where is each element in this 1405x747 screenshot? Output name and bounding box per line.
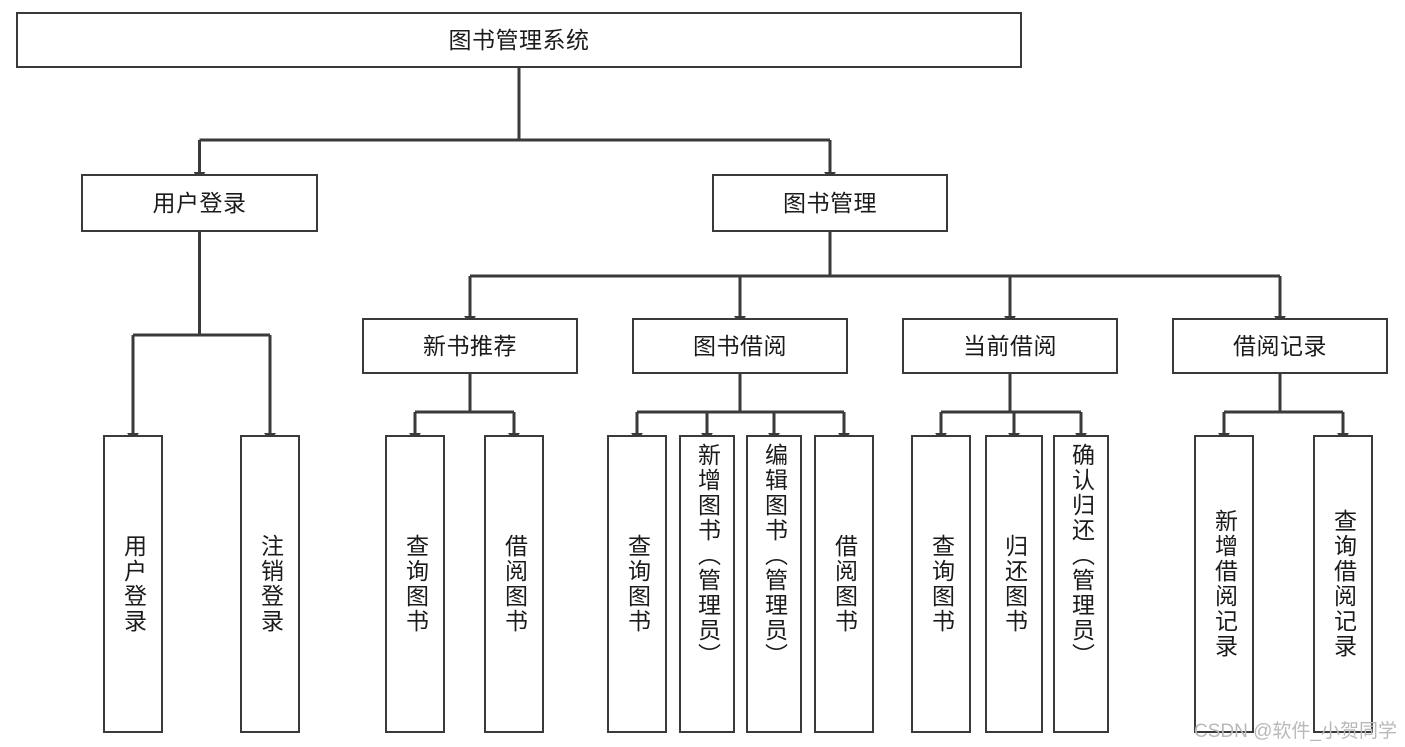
- node-label: 借阅记录: [1233, 332, 1327, 359]
- node-label: 归还图书: [1001, 534, 1028, 634]
- node-leaf-query-book-2[interactable]: 查询图书: [607, 435, 667, 733]
- node-label: 图书管理系统: [448, 26, 590, 53]
- node-label: 用户登录: [152, 189, 247, 216]
- node-label: 借阅图书: [501, 534, 528, 634]
- node-leaf-borrow-book-2[interactable]: 借阅图书: [814, 435, 874, 733]
- node-leaf-edit-book[interactable]: 编辑图书（管理员）: [746, 435, 802, 733]
- node-leaf-borrow-book-1[interactable]: 借阅图书: [484, 435, 544, 733]
- node-label: 查询图书: [402, 534, 429, 634]
- node-label: 查询图书: [624, 534, 651, 634]
- node-root[interactable]: 图书管理系统: [16, 12, 1022, 68]
- node-label: 图书借阅: [693, 332, 787, 359]
- node-label: 借阅图书: [831, 534, 858, 634]
- watermark: CSDN @软件_小贺同学: [1194, 721, 1397, 742]
- node-leaf-query-book-3[interactable]: 查询图书: [911, 435, 971, 733]
- node-borrow-record[interactable]: 借阅记录: [1172, 318, 1388, 374]
- node-leaf-query-book-1[interactable]: 查询图书: [385, 435, 445, 733]
- node-label: 注销登录: [257, 534, 284, 634]
- node-label: 新书推荐: [423, 332, 517, 359]
- node-label: 查询图书: [928, 534, 955, 634]
- node-label: 新增借阅记录: [1211, 509, 1238, 659]
- edge-group: [127, 68, 1349, 443]
- node-book-borrow[interactable]: 图书借阅: [632, 318, 848, 374]
- node-label: 图书管理: [783, 189, 877, 216]
- node-leaf-logout[interactable]: 注销登录: [240, 435, 300, 733]
- node-user-login[interactable]: 用户登录: [81, 174, 318, 232]
- node-label: 编辑图书（管理员）: [761, 443, 788, 668]
- node-label: 查询借阅记录: [1330, 509, 1357, 659]
- node-leaf-user-login[interactable]: 用户登录: [103, 435, 163, 733]
- node-leaf-return-book[interactable]: 归还图书: [985, 435, 1043, 733]
- node-label: 当前借阅: [963, 332, 1057, 359]
- node-leaf-add-record[interactable]: 新增借阅记录: [1194, 435, 1254, 733]
- node-book-manage[interactable]: 图书管理: [712, 174, 948, 232]
- node-label: 用户登录: [120, 534, 147, 634]
- node-leaf-confirm-return[interactable]: 确认归还（管理员）: [1053, 435, 1109, 733]
- node-new-book-rec[interactable]: 新书推荐: [362, 318, 578, 374]
- node-label: 确认归还（管理员）: [1068, 443, 1095, 668]
- node-leaf-add-book[interactable]: 新增图书（管理员）: [679, 435, 735, 733]
- node-label: 新增图书（管理员）: [694, 443, 721, 668]
- node-leaf-query-record[interactable]: 查询借阅记录: [1313, 435, 1373, 733]
- node-current-borrow[interactable]: 当前借阅: [902, 318, 1118, 374]
